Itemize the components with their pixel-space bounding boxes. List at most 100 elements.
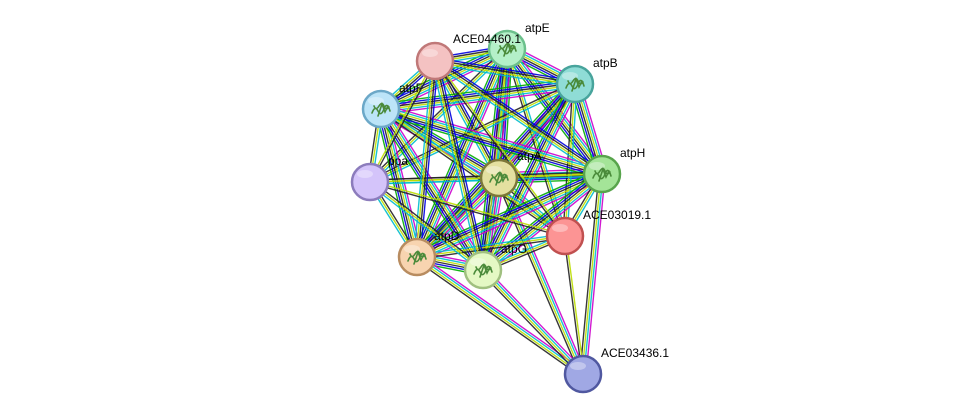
edge-atpH-atpD-textmining[interactable] [417,174,603,259]
edge-atpH-ACE04460.1-coexpression[interactable] [435,59,603,174]
edge-atpH-ACE03436.1-textmining[interactable] [581,173,602,374]
node-circle[interactable] [545,216,585,256]
edge-atpB-ACE04460.1-databases[interactable] [434,63,575,88]
edge-atpF-atpH-databases[interactable] [381,105,604,172]
edge-atpD-ACE03019.1-textmining[interactable] [416,235,566,258]
edge-atpB-ACE03019.1-textmining[interactable] [564,83,576,237]
edge-atpE-atpG-coexpression[interactable] [481,48,507,270]
edge-atpF-atpD-neighborhood[interactable] [375,110,413,259]
node-circle[interactable] [563,354,603,394]
edge-atpG-ACE03436.1-databases[interactable] [483,268,585,374]
edge-atpE-atpD-textmining[interactable] [417,49,509,258]
edge-atpB-ppa-coexpression[interactable] [368,81,575,181]
edge-atpD-ACE03436.1-databases[interactable] [417,255,585,374]
node-ppa[interactable] [350,162,390,202]
edge-atpB-atpG-experiments[interactable] [487,85,581,273]
edge-atpB-atpF-experiments[interactable] [381,88,576,115]
edge-atpH-atpG-cooccurrence[interactable] [480,170,601,269]
edge-atpF-ACE03019.1-coexpression[interactable] [379,110,565,239]
edge-ACE03019.1-ACE03436.1-textmining[interactable] [565,235,585,374]
edge-atpE-atpD-databases[interactable] [419,50,511,259]
edge-atpF-atpG-experiments[interactable] [384,105,488,268]
edge-atpH-atpG-textmining[interactable] [483,174,604,272]
edge-atpG-ppa-databases[interactable] [368,183,483,273]
edge-atpG-ppa-textmining[interactable] [369,181,484,271]
edge-atpH-ACE03436.1-coexpression[interactable] [579,173,600,374]
edge-ppa-ACE03019.1-coexpression[interactable] [369,182,565,238]
edge-atpF-atpH-neighborhood[interactable] [379,113,601,180]
edge-atpB-atpF-databases[interactable] [381,86,576,113]
edge-atpE-atpH-experiments[interactable] [510,45,607,172]
edge-atpH-ACE03436.1-experiments[interactable] [585,174,606,375]
edge-atpG-ACE03436.1-coexpression[interactable] [480,271,582,377]
edge-ppa-ACE03019.1-textmining[interactable] [370,180,566,236]
node-atpH[interactable] [582,154,622,194]
edge-ppa-ACE04460.1-textmining[interactable] [368,60,435,182]
edge-atpF-atpH-cooccurrence[interactable] [379,111,602,178]
node-ACE03436.1[interactable] [563,354,603,394]
edge-atpG-ACE03436.1-textmining[interactable] [481,270,583,376]
edge-ACE04460.1-ACE03019.1-coexpression[interactable] [433,61,565,238]
edge-atpB-ACE04460.1-cooccurrence[interactable] [435,57,576,82]
edge-atpH-ACE04460.1-textmining[interactable] [434,61,602,176]
edge-atpH-ACE04460.1-databases[interactable] [432,63,601,178]
edge-atpF-ACE03019.1-textmining[interactable] [380,108,566,237]
edge-atpH-atpD-cooccurrence[interactable] [415,170,601,255]
edge-atpE-atpD-coexpression[interactable] [415,48,507,257]
edge-atpG-ACE03436.1-experiments[interactable] [484,267,586,373]
edge-atpD-ACE03019.1-databases[interactable] [416,233,565,256]
edge-atpG-ACE04460.1-cooccurrence[interactable] [437,60,487,270]
edge-atpF-atpG-coexpression[interactable] [379,109,483,271]
edge-atpH-ACE04460.1-cooccurrence[interactable] [436,57,605,172]
edge-atpE-atpG-neighborhood[interactable] [477,48,503,270]
edge-atpA-ACE04460.1-textmining[interactable] [433,61,499,179]
edge-atpA-atpE-textmining[interactable] [497,48,507,178]
edge-atpG-ACE04460.1-textmining[interactable] [433,61,483,271]
edge-atpF-atpH-coexpression[interactable] [380,109,602,176]
edge-ppa-ACE04460.1-coexpression[interactable] [370,61,437,183]
edge-atpD-ACE04460.1-databases[interactable] [413,60,433,257]
edge-atpA-atpE-databases[interactable] [495,48,505,178]
node-circle[interactable] [350,162,390,202]
edge-atpF-atpH-textmining[interactable] [381,107,603,174]
edge-atpF-atpG-textmining[interactable] [381,108,485,270]
edge-atpB-atpG-cooccurrence[interactable] [479,82,573,269]
edge-atpD-ACE04460.1-cooccurrence[interactable] [419,61,439,258]
edge-atpE-ACE03019.1-databases[interactable] [508,48,568,236]
node-ACE04460.1[interactable] [415,41,455,81]
edge-atpE-atpF-textmining[interactable] [381,49,508,111]
edge-atpB-ACE04460.1-textmining[interactable] [434,61,575,86]
edge-ACE04460.1-ACE03019.1-textmining[interactable] [435,59,567,236]
edge-atpE-atpD-experiments[interactable] [421,50,513,260]
edge-atpH-atpG-databases[interactable] [484,175,605,274]
node-atpE[interactable] [487,29,527,69]
node-ACE03019.1[interactable] [545,216,585,256]
edge-atpH-atpG-coexpression[interactable] [481,172,602,270]
edge-ACE03019.1-ACE03436.1-coexpression[interactable] [563,236,583,375]
edge-atpG-ACE04460.1-databases[interactable] [431,61,481,271]
node-atpD[interactable] [397,237,437,277]
protein-structure-icon [407,249,427,265]
edge-atpD-ACE03436.1-coexpression[interactable] [414,259,582,378]
edge-atpB-ACE04460.1-coexpression[interactable] [435,59,576,84]
edge-atpB-atpF-textmining[interactable] [381,84,576,111]
edge-atpF-atpG-databases[interactable] [383,106,487,269]
node-atpB[interactable] [555,64,595,104]
edge-atpD-ACE03436.1-textmining[interactable] [415,257,583,376]
edge-atpB-atpG-textmining[interactable] [483,84,577,271]
node-atpF[interactable] [361,89,401,129]
node-circle[interactable] [415,41,455,81]
edge-atpA-ACE04460.1-cooccurrence[interactable] [437,59,503,177]
edge-atpG-ACE04460.1-coexpression[interactable] [435,60,485,270]
edge-atpF-atpG-neighborhood[interactable] [376,111,480,274]
edge-atpH-atpG-neighborhood[interactable] [479,169,600,267]
edge-atpH-ACE03436.1-databases[interactable] [583,174,604,375]
edge-atpD-ACE03019.1-coexpression[interactable] [417,237,566,260]
edge-atpE-ACE03019.1-coexpression[interactable] [504,49,564,237]
node-atpG[interactable] [463,250,503,290]
edge-atpE-atpF-databases[interactable] [382,51,509,113]
edge-atpF-ACE03019.1-databases[interactable] [381,106,567,235]
edge-atpD-ACE04460.1-textmining[interactable] [415,60,435,257]
edge-atpG-ppa-coexpression[interactable] [370,179,485,269]
node-atpA[interactable] [479,158,519,198]
